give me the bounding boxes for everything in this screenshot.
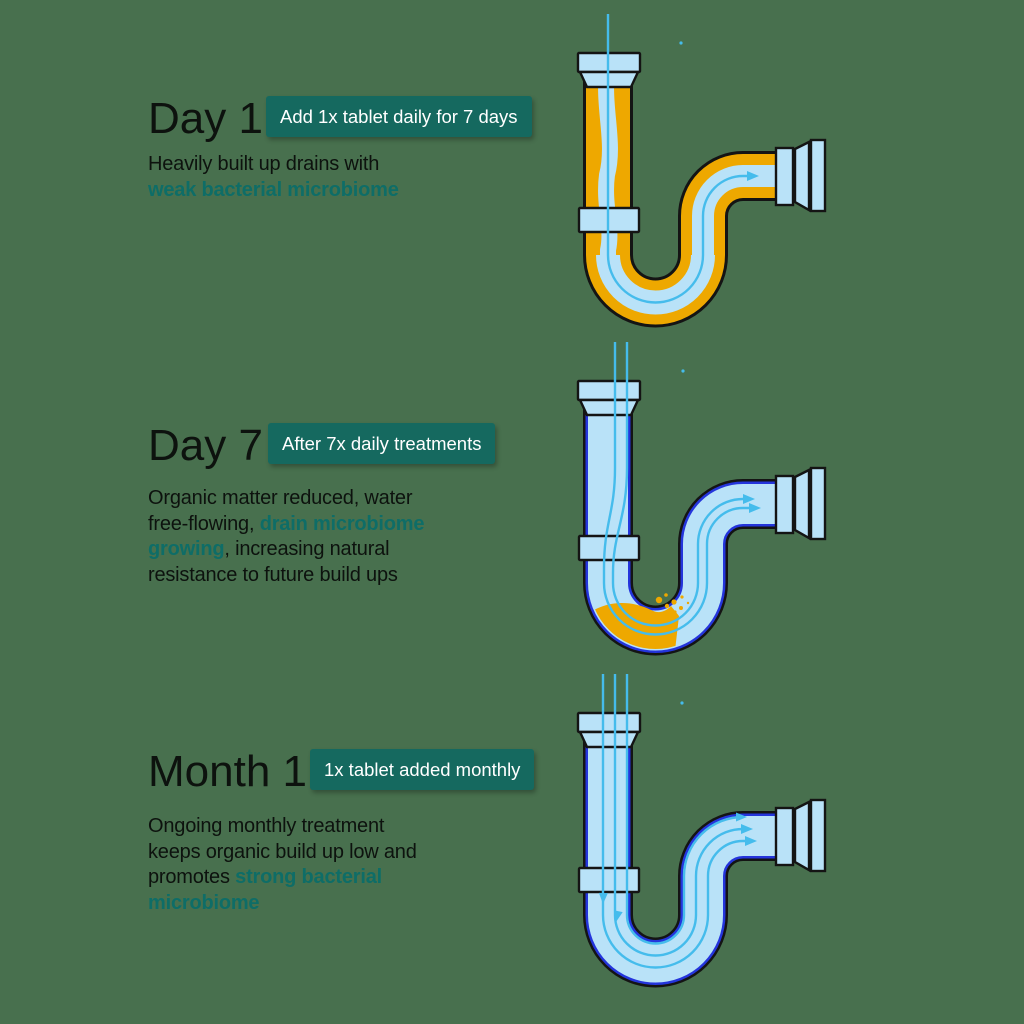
water-stream	[611, 342, 749, 627]
outlet-coupling	[774, 146, 795, 207]
flow-arrow-down-icon	[598, 892, 608, 904]
outlet-end	[809, 798, 827, 873]
water-flow	[598, 674, 757, 969]
water-stream	[601, 674, 751, 969]
inlet-flange	[576, 711, 642, 734]
pipe-illustration-heavy-buildup	[576, 14, 827, 328]
compression-nut	[577, 866, 641, 894]
water-stream	[613, 674, 747, 957]
water-flow	[602, 342, 761, 636]
sediment-pool	[589, 593, 690, 649]
compression-nut	[577, 534, 641, 562]
treatment-badge: Add 1x tablet daily for 7 days	[266, 96, 532, 137]
water-stream	[602, 342, 755, 636]
pipe-illustration-clean	[576, 674, 827, 988]
flow-arrow-icon	[749, 503, 761, 513]
inlet-taper	[578, 730, 640, 749]
water-stream	[606, 14, 753, 304]
outlet-cone	[793, 140, 811, 213]
inlet-taper	[578, 398, 640, 417]
pipe-fittings	[576, 379, 827, 562]
treatment-badge: After 7x daily treatments	[268, 423, 496, 464]
section-heading: Day 7	[148, 421, 263, 470]
outlet-cone	[793, 800, 811, 873]
water-flow	[606, 14, 759, 304]
pipe-illustration-clearing	[576, 342, 827, 656]
treatment-badge: 1x tablet added monthly	[310, 749, 535, 790]
flow-arrow-down-icon	[613, 910, 623, 922]
section-heading: Day 1	[148, 94, 263, 143]
pipe-body	[583, 392, 779, 656]
pipe-body	[583, 62, 779, 328]
inlet-flange	[576, 379, 642, 402]
outlet-cone	[793, 468, 811, 541]
flow-arrow-icon	[743, 494, 755, 504]
flow-arrow-icon	[741, 824, 753, 834]
flow-arrow-icon	[747, 171, 759, 181]
flow-arrow-icon	[745, 836, 757, 846]
section-heading: Month 1	[148, 747, 307, 796]
outlet-end	[809, 466, 827, 541]
outlet-end	[809, 138, 827, 213]
pipe-fittings	[576, 711, 827, 894]
droplet-icon	[681, 369, 685, 373]
water-stream	[625, 674, 744, 945]
droplet-icon	[679, 41, 683, 45]
outlet-coupling	[774, 474, 795, 535]
droplet-icon	[680, 701, 684, 705]
flow-arrow-icon	[736, 812, 747, 822]
pipe-body	[583, 724, 779, 988]
outlet-coupling	[774, 806, 795, 867]
